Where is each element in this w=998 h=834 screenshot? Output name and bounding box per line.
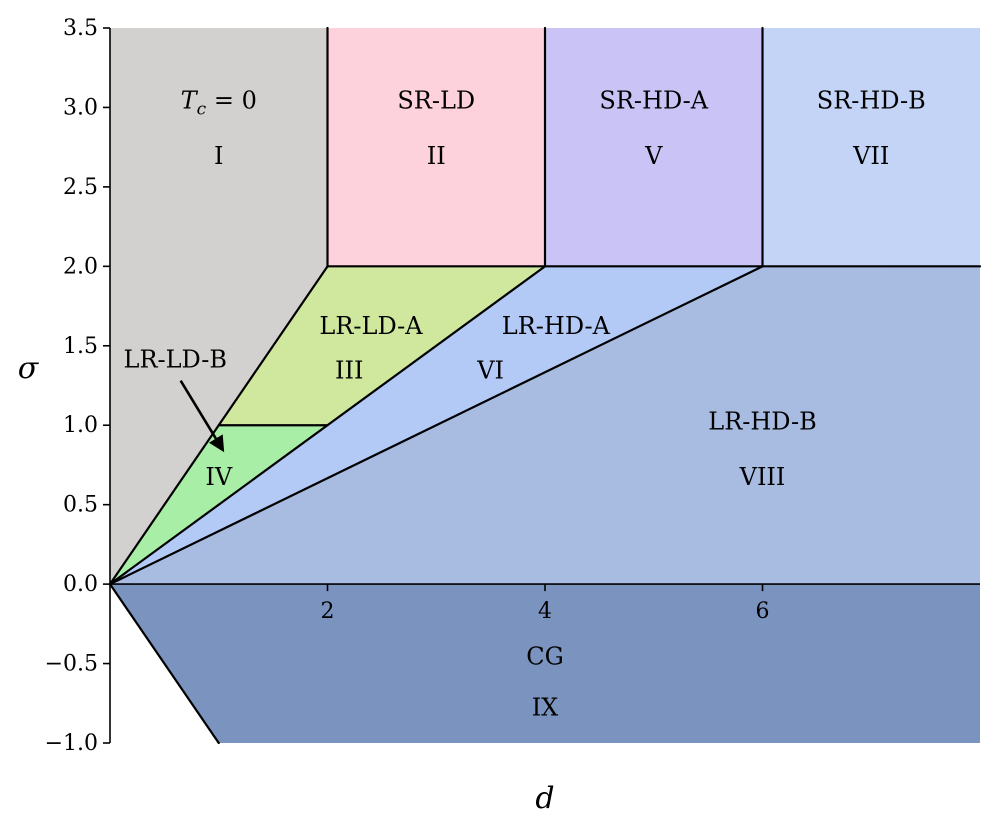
region-ii <box>327 28 545 267</box>
annotation-arrow-shaft <box>179 380 217 440</box>
y-tick-label: 1.5 <box>63 334 98 359</box>
axes-layer: 3.5 3.0 2.5 2.0 1.5 1.0 0.5 0.0 −0.5 −1.0 2 4 6 <box>45 16 980 756</box>
boundary-line-8 <box>108 265 764 586</box>
y-tick-label: 0.5 <box>63 493 98 518</box>
boundary-line-9 <box>108 583 220 745</box>
y-tick-label: 2.5 <box>63 175 98 200</box>
region-vii-numeral: VII <box>852 142 889 170</box>
region-vi-numeral: VI <box>476 357 504 385</box>
region-i <box>110 28 328 585</box>
annotation-arrow-head <box>209 434 225 453</box>
region-viii-numeral: VIII <box>739 463 786 491</box>
annotation-layer: LR-LD-B <box>124 345 228 453</box>
region-v-numeral: V <box>644 142 663 170</box>
y-tick-label: −0.5 <box>45 652 98 677</box>
region-vii <box>762 28 980 267</box>
y-tick-label: −1.0 <box>45 731 98 756</box>
region-v-name: SR-HD-A <box>599 87 708 115</box>
region-i-numeral: I <box>214 142 223 170</box>
region-ix-numeral: IX <box>532 693 559 721</box>
region-ii-numeral: II <box>427 142 446 170</box>
region-ii-name: SR-LD <box>397 87 475 115</box>
x-tick-label: 2 <box>321 599 335 624</box>
region-ix <box>110 584 980 743</box>
boundaries-layer <box>108 26 982 745</box>
y-axis-label: σ <box>18 351 40 386</box>
y-tick-label: 1.0 <box>63 413 98 438</box>
region-iii-numeral: III <box>335 357 363 385</box>
region-labels-layer: Tc = 0 I SR-LD II SR-HD-A V SR-HD-B VII LR-LD-A I… <box>181 87 926 722</box>
region-iv-numeral: IV <box>205 463 232 491</box>
y-tick-label: 2.0 <box>63 254 98 279</box>
region-viii-name: LR-HD-B <box>708 407 816 435</box>
x-axis-label: d <box>535 781 554 816</box>
y-tick-label: 3.5 <box>63 16 98 41</box>
boundary-line-7 <box>108 265 547 586</box>
x-tick-label: 6 <box>756 599 770 624</box>
region-v <box>545 28 763 267</box>
region-i-name: Tc = 0 <box>181 87 257 120</box>
region-vii-name: SR-HD-B <box>817 87 926 115</box>
region-name-base: T <box>181 87 199 115</box>
annotation-label: LR-LD-B <box>124 345 228 373</box>
region-ix-name: CG <box>526 643 564 671</box>
x-tick-label: 4 <box>538 599 552 624</box>
y-tick-label: 3.0 <box>63 95 98 120</box>
y-tick-label: 0.0 <box>63 572 98 597</box>
region-iii-name: LR-LD-A <box>319 312 423 340</box>
region-name-rest: = 0 <box>206 87 257 115</box>
region-viii <box>110 266 980 585</box>
region-name-subscript: c <box>197 100 207 120</box>
region-vi-name: LR-HD-A <box>502 312 611 340</box>
